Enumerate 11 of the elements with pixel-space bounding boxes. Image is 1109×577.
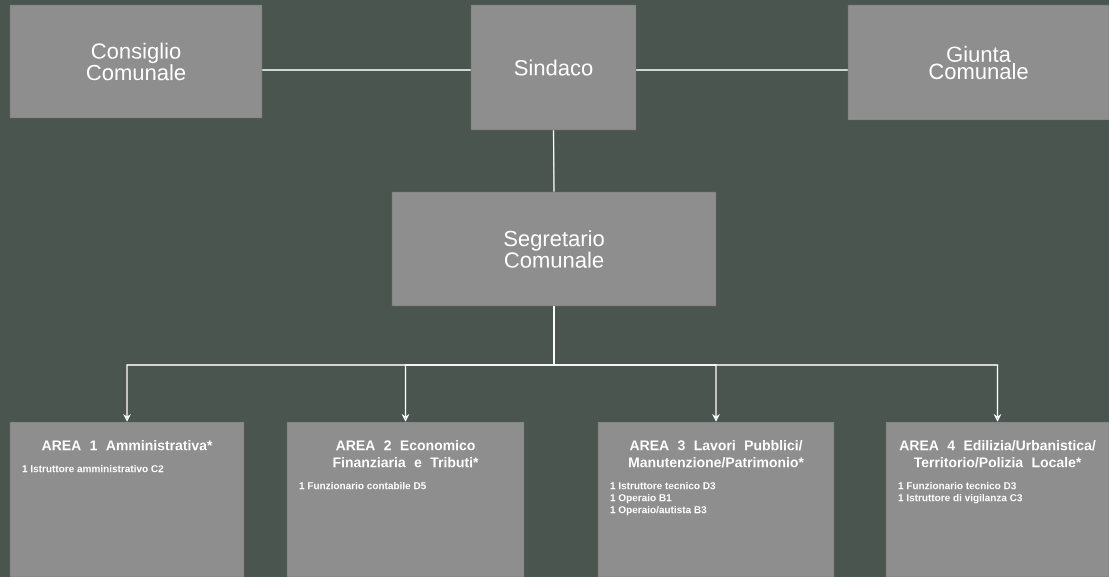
org-box: Segretario Comunale <box>391 191 717 307</box>
area-box: AREA 2 Economico Finanziaria e Tributi* 1 Funzionario contabile D5 <box>286 421 525 577</box>
connector <box>261 69 472 71</box>
connector <box>552 129 555 193</box>
org-box: Consiglio Comunale <box>9 4 263 119</box>
area-box: AREA 4 Edilizia/Urbanistica/Territorio/Polizia Locale* 1 Funzionario tecnico D3 1 Istruttore di vigilanza C3 <box>885 421 1109 577</box>
org-box: Giunta Comunale <box>847 4 1109 121</box>
org-box: Sindaco <box>470 4 637 131</box>
area-box: AREA 1 Amministrativa* 1 Istruttore amministrativo C2 <box>9 421 245 577</box>
connector <box>635 69 849 71</box>
area-box: AREA 3 Lavori Pubblici/Manutenzione/Patrimonio* 1 Istruttore tecnico D3 1 Operaio B1 1 Operaio/autista B3 <box>597 421 835 577</box>
